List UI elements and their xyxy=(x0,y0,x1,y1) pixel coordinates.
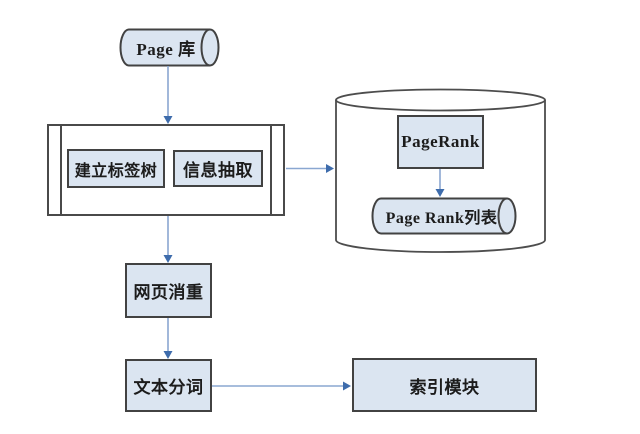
arrow-head xyxy=(163,116,173,124)
pagerank-db-cylinder-top xyxy=(335,88,546,112)
pagerank-list-cylinder-body xyxy=(371,197,507,235)
pagerank-box: PageRank xyxy=(397,115,484,169)
arrow-segmentation-to-index xyxy=(212,381,351,391)
build-tag-tree-box: 建立标签树 xyxy=(67,149,165,188)
page-store-cylinder-body xyxy=(119,28,210,67)
arrow-dedup-to-segmentation xyxy=(163,318,173,359)
pagerank-list-label: Page Rank列表 xyxy=(385,210,498,227)
page-store-cylinder xyxy=(119,28,220,67)
page-store-label: Page 库 xyxy=(136,40,196,59)
arrow-head xyxy=(326,164,334,173)
arrow-pagestore-to-parser xyxy=(163,66,173,124)
arrow-pagerank-to-list xyxy=(435,169,445,197)
dedup-box: 网页消重 xyxy=(125,263,212,318)
index-module-box: 索引模块 xyxy=(352,358,537,412)
segmentation-box: 文本分词 xyxy=(125,359,212,412)
arrow-head xyxy=(163,255,173,263)
parser-container-left-bar xyxy=(60,126,62,214)
arrow-head xyxy=(163,351,173,359)
info-extraction-box: 信息抽取 xyxy=(173,150,263,187)
arrow-head xyxy=(343,381,351,391)
page-store-cylinder-cap xyxy=(200,28,220,67)
pagerank-list-cylinder xyxy=(371,197,517,235)
pagerank-list-cylinder-cap xyxy=(497,197,517,235)
parser-container-right-bar xyxy=(270,126,272,214)
arrow-parser-to-dedup xyxy=(163,215,173,263)
arrow-parser-to-pagerankdb xyxy=(286,164,334,173)
arrow-head xyxy=(435,189,445,197)
